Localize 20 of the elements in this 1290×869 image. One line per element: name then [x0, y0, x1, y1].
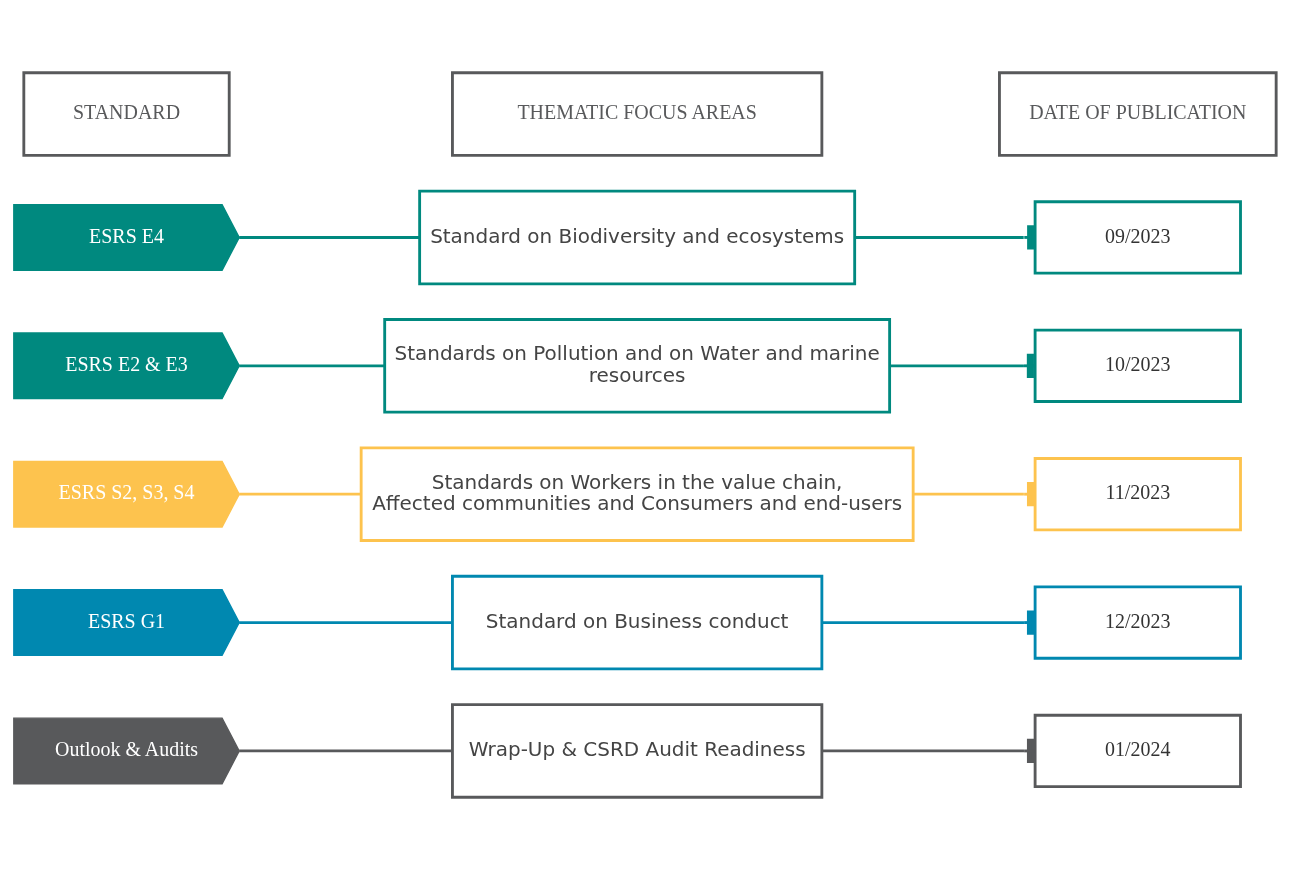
node-box: DATE OF PUBLICATION: [998, 70, 1278, 157]
connector: [239, 749, 453, 752]
connector: [239, 492, 361, 496]
node-box: 11/2023: [1033, 456, 1242, 531]
connector: [239, 620, 453, 624]
node-box: Standards on Workers in the value chain, Affected communities and Consumers and end-users: [359, 445, 915, 542]
node-box: 01/2024: [1033, 713, 1242, 788]
node-box: Standards on Pollution and on Water and marine resources: [383, 317, 892, 414]
node-box: 10/2023: [1033, 328, 1242, 403]
connector: [239, 363, 385, 367]
connector: [821, 609, 1035, 635]
connector: [239, 235, 420, 239]
node-box: STANDARD: [22, 70, 231, 157]
node-box: Standard on Business conduct: [451, 574, 824, 670]
node-box: THEMATIC FOCUS AREAS: [451, 70, 824, 157]
node-box: 12/2023: [1033, 585, 1242, 660]
node-box: 09/2023: [1033, 199, 1242, 275]
connector: [854, 224, 1035, 250]
node-box: Standard on Biodiversity and ecosystems: [418, 189, 857, 285]
node-box: Wrap-Up & CSRD Audit Readiness: [451, 702, 824, 799]
